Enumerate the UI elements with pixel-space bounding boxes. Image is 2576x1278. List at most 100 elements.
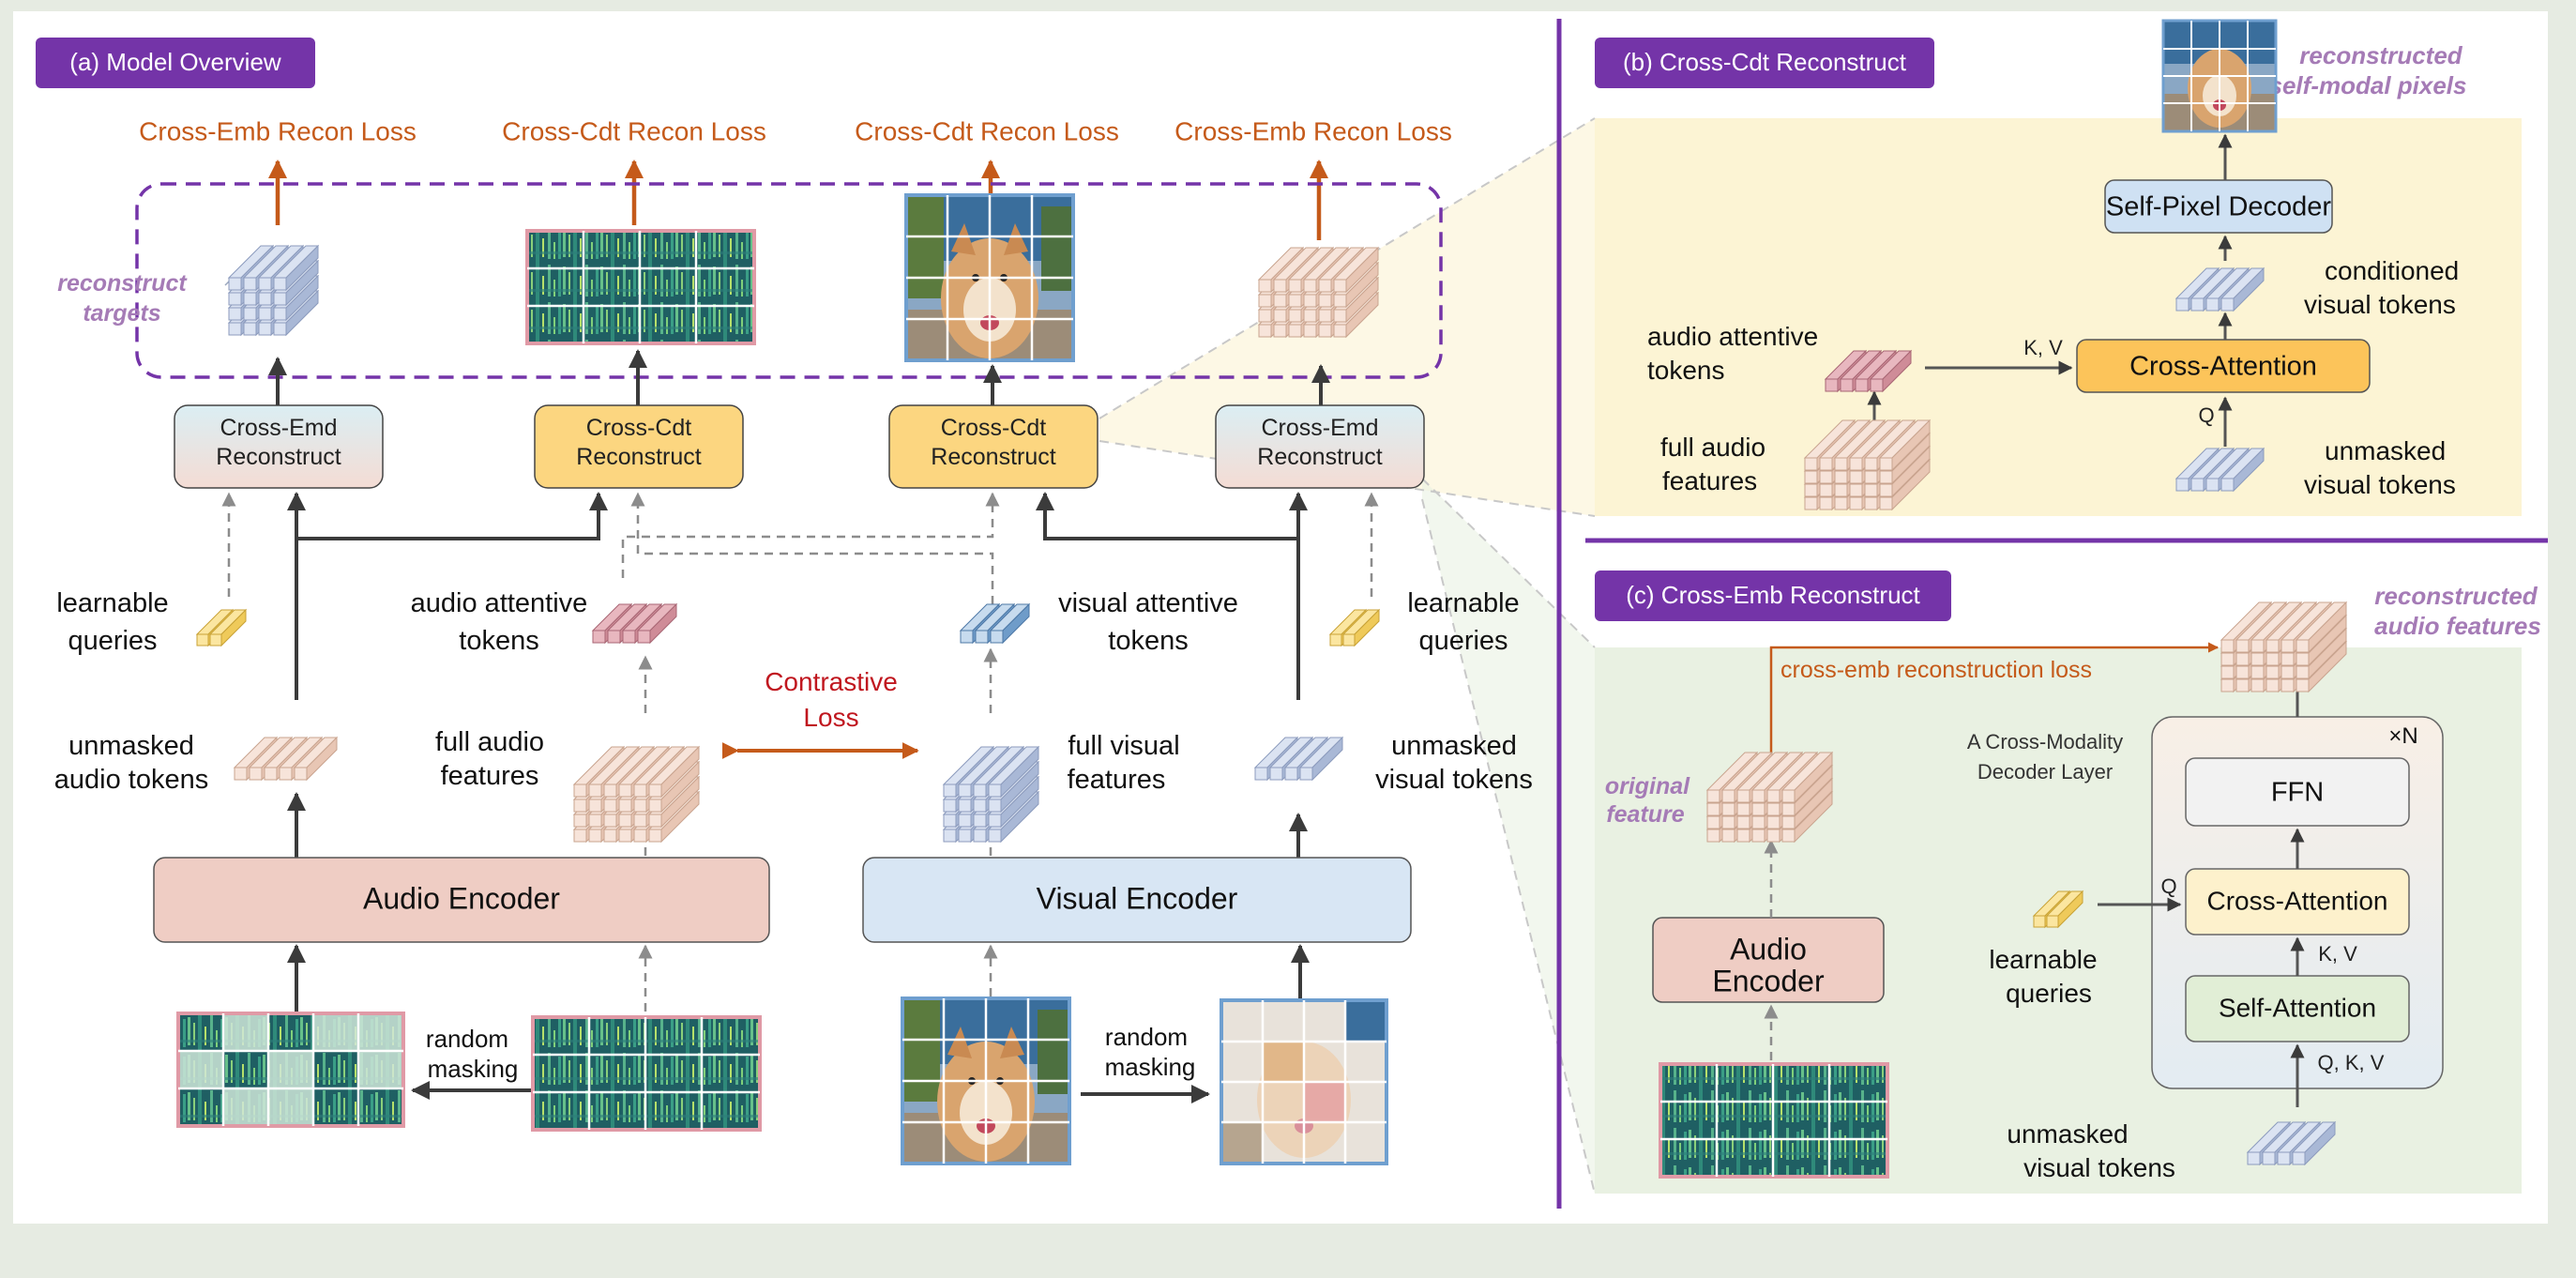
zoom-line <box>1099 440 1596 517</box>
visual-attentive-tokens-label: tokens <box>1108 626 1188 656</box>
zoom-line <box>1421 498 1596 1194</box>
svg-text:Cross-Cdt: Cross-Cdt <box>586 415 692 441</box>
target-audio-embedding-stack <box>1257 246 1380 339</box>
reconstructed-pixels-label: self-modal pixels <box>2269 71 2467 99</box>
full-audio-features-b <box>1803 418 1932 511</box>
panel-b-title-badge <box>1595 38 1934 88</box>
unmasked-visual-tokens-label-b: visual tokens <box>2304 470 2456 499</box>
panel-c-title: (c) Cross-Emb Reconstruct <box>1626 581 1920 609</box>
kv-label-b: K, V <box>2023 336 2063 359</box>
random-masking-label-left: masking <box>428 1055 519 1083</box>
panel-a-title-badge <box>36 38 315 88</box>
reconstruct-targets-label: targets <box>83 300 160 327</box>
q-label-c: Q <box>2160 875 2176 898</box>
q-label-b: Q <box>2198 403 2214 427</box>
svg-text:Reconstruct: Reconstruct <box>931 444 1055 470</box>
token-groups-b <box>1803 266 2265 511</box>
recon-to-target-arrows <box>268 349 1330 405</box>
learnable-queries-label-right: queries <box>1418 626 1508 656</box>
learnable-queries-label-c: queries <box>2006 979 2092 1008</box>
contrastive-loss-label: Contrastive <box>765 667 898 696</box>
full-audio-features-label: features <box>441 761 539 791</box>
target-spectrogram-grid <box>527 231 754 343</box>
audio-attentive-tokens <box>591 602 678 645</box>
reconstructed-audio-features-label: audio features <box>2374 612 2541 640</box>
panel-a-labels: learnable queries audio attentive tokens… <box>54 588 1533 795</box>
cross-cdt-reconstruct-box-2: Cross-Cdt Reconstruct <box>888 404 1099 489</box>
reconstructed-audio-features-stack <box>2220 601 2348 693</box>
target-dog-image <box>904 193 1075 362</box>
panel-b-arrows <box>1867 133 2233 447</box>
learnable-queries-label-left: queries <box>68 626 157 656</box>
full-visual-features-label: features <box>1068 765 1166 795</box>
unmasked-visual-tokens-label-b: unmasked <box>2325 436 2446 465</box>
original-feature-label: feature <box>1606 801 1684 828</box>
token-groups-a <box>195 244 1381 844</box>
audio-attentive-tokens-label: audio attentive <box>411 588 588 618</box>
svg-text:Reconstruct: Reconstruct <box>216 444 341 470</box>
unmasked-visual-tokens-b <box>2174 447 2265 493</box>
panel-a-title: (a) Model Overview <box>69 48 281 76</box>
audio-encoder-box: Audio Encoder <box>153 857 770 943</box>
loss-labels: Cross-Emb Recon Loss Cross-Cdt Recon Los… <box>139 116 1452 145</box>
audio-attentive-tokens-label-b: audio attentive <box>1647 322 1818 351</box>
original-feature-label: original <box>1605 773 1690 799</box>
unmasked-visual-tokens <box>1253 736 1344 782</box>
full-audio-features-label-b: features <box>1662 466 1757 495</box>
audio-attentive-tokens-label-b: tokens <box>1647 356 1725 385</box>
cross-emd-reconstruct-box-2: Cross-Emd Reconstruct <box>1215 404 1425 489</box>
unmasked-audio-tokens-label: unmasked <box>68 731 194 761</box>
panel-b-labels: conditioned visual tokens audio attentiv… <box>1647 256 2459 499</box>
conditioned-visual-tokens <box>2174 266 2265 312</box>
kv-label-c: K, V <box>2318 942 2357 966</box>
solid-connectors <box>287 492 1310 1103</box>
unmasked-visual-tokens-label-c: visual tokens <box>2023 1153 2175 1182</box>
reconstructed-audio-features-label: reconstructed <box>2374 582 2538 610</box>
spectrogram-c <box>1659 1062 1889 1179</box>
cross-emd-reconstruct-box-1: Cross-Emd Reconstruct <box>174 404 384 489</box>
target-visual-embedding-stack <box>227 244 320 337</box>
loss-label-4: Cross-Emb Recon Loss <box>1174 116 1452 145</box>
decoder-layer-label: Decoder Layer <box>1977 760 2113 784</box>
dashed-connectors <box>221 492 1379 1012</box>
learnable-queries-tokens-c <box>2032 890 2084 929</box>
reconstructed-dog-image <box>2161 19 2278 133</box>
decoder-layer-label: A Cross-Modality <box>1967 730 2123 753</box>
svg-text:Self-Pixel Decoder: Self-Pixel Decoder <box>2106 192 2331 222</box>
panel-b-title: (b) Cross-Cdt Reconstruct <box>1623 48 1907 76</box>
reconstruct-targets-label: reconstruct <box>57 270 188 297</box>
loss-label-3: Cross-Cdt Recon Loss <box>855 116 1119 145</box>
visual-attentive-tokens <box>959 602 1031 645</box>
svg-text:Cross-Cdt: Cross-Cdt <box>941 415 1047 441</box>
unmasked-audio-tokens <box>233 736 339 782</box>
unmasked-visual-tokens-label-c: unmasked <box>2007 1119 2128 1149</box>
masked-dog-image <box>1220 998 1388 1165</box>
random-masking-label-right: random <box>1105 1023 1188 1051</box>
masked-spectrogram <box>176 1012 405 1128</box>
conditioned-visual-tokens-label: visual tokens <box>2304 290 2456 319</box>
learnable-queries-label-right: learnable <box>1407 588 1519 618</box>
svg-text:Cross-Emd: Cross-Emd <box>220 415 337 441</box>
unmasked-visual-tokens-label: unmasked <box>1391 731 1517 761</box>
times-n-label: ×N <box>2388 723 2417 749</box>
audio-attentive-tokens-b <box>1824 349 1913 393</box>
zoom-line <box>1421 478 1596 648</box>
cross-cdt-reconstruct-box-1: Cross-Cdt Reconstruct <box>534 404 744 489</box>
panel-c-labels: learnable queries unmasked visual tokens <box>1989 945 2175 1182</box>
unmasked-visual-tokens-c <box>2246 1120 2337 1166</box>
full-audio-features-stack <box>572 745 701 844</box>
unmasked-visual-tokens-label: visual tokens <box>1375 765 1533 795</box>
ffn-box: FFN <box>2185 757 2410 827</box>
svg-text:FFN: FFN <box>2271 778 2324 808</box>
cross-attention-box-b: Cross-Attention <box>2076 339 2371 393</box>
random-masking-label-right: masking <box>1105 1053 1196 1081</box>
panel-b-background <box>1595 118 2522 516</box>
full-spectrogram <box>531 1015 762 1132</box>
svg-text:Visual Encoder: Visual Encoder <box>1037 881 1238 915</box>
svg-text:Encoder: Encoder <box>1712 964 1825 997</box>
original-audio-features-stack <box>1705 751 1834 844</box>
self-pixel-decoder-box: Self-Pixel Decoder <box>2104 179 2333 234</box>
learnable-queries-tokens-right <box>1328 608 1381 647</box>
reconstructed-pixels-label: reconstructed <box>2299 41 2462 69</box>
